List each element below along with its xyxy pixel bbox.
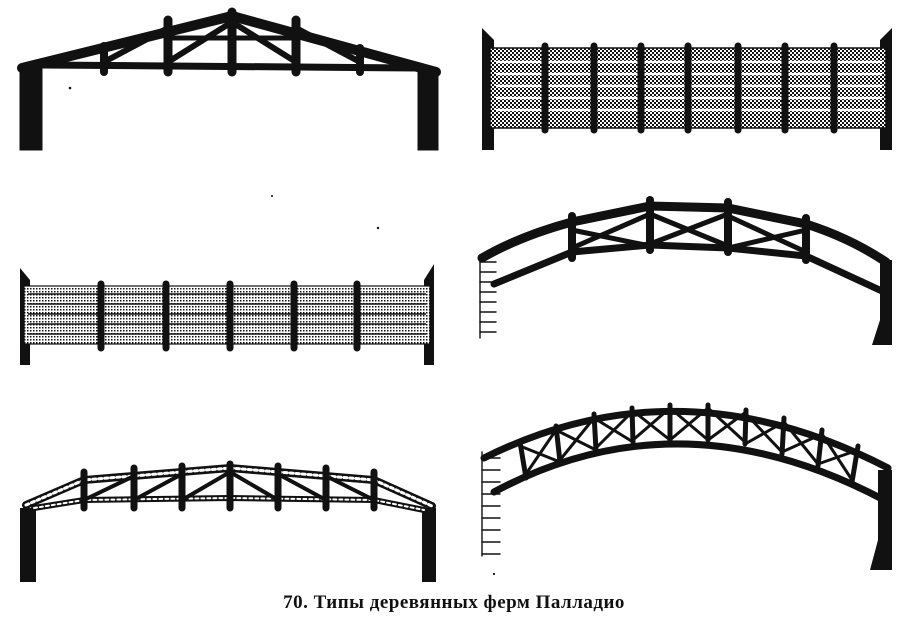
wall-right [870, 470, 892, 570]
bolts [97, 280, 361, 352]
wall-right [422, 508, 436, 582]
figure-caption: 70. Типы деревянных ферм Палладио [283, 592, 625, 613]
top-chord-left [17, 11, 237, 73]
wall-left [19, 59, 43, 151]
wall-right [417, 69, 439, 151]
brick-wall-left [481, 451, 501, 557]
truss-panel-e [20, 460, 436, 582]
cross-diagonals [518, 406, 860, 482]
inner-arch [490, 440, 888, 504]
wall-right [872, 260, 892, 345]
bottom-chord [490, 241, 888, 296]
diagonals [82, 470, 376, 502]
truss-panel-b [482, 28, 892, 150]
brick-wall-left [479, 257, 497, 339]
outer-arch [480, 407, 892, 472]
print-specks [68, 86, 496, 576]
truss-panel-a [17, 7, 441, 151]
bolts [541, 42, 838, 134]
top-chord [477, 201, 891, 267]
truss-panel-f [480, 402, 892, 570]
truss-panel-d [477, 196, 892, 345]
truss-panel-c [20, 264, 434, 365]
wall-left [20, 508, 36, 582]
top-chord-right [227, 11, 441, 77]
